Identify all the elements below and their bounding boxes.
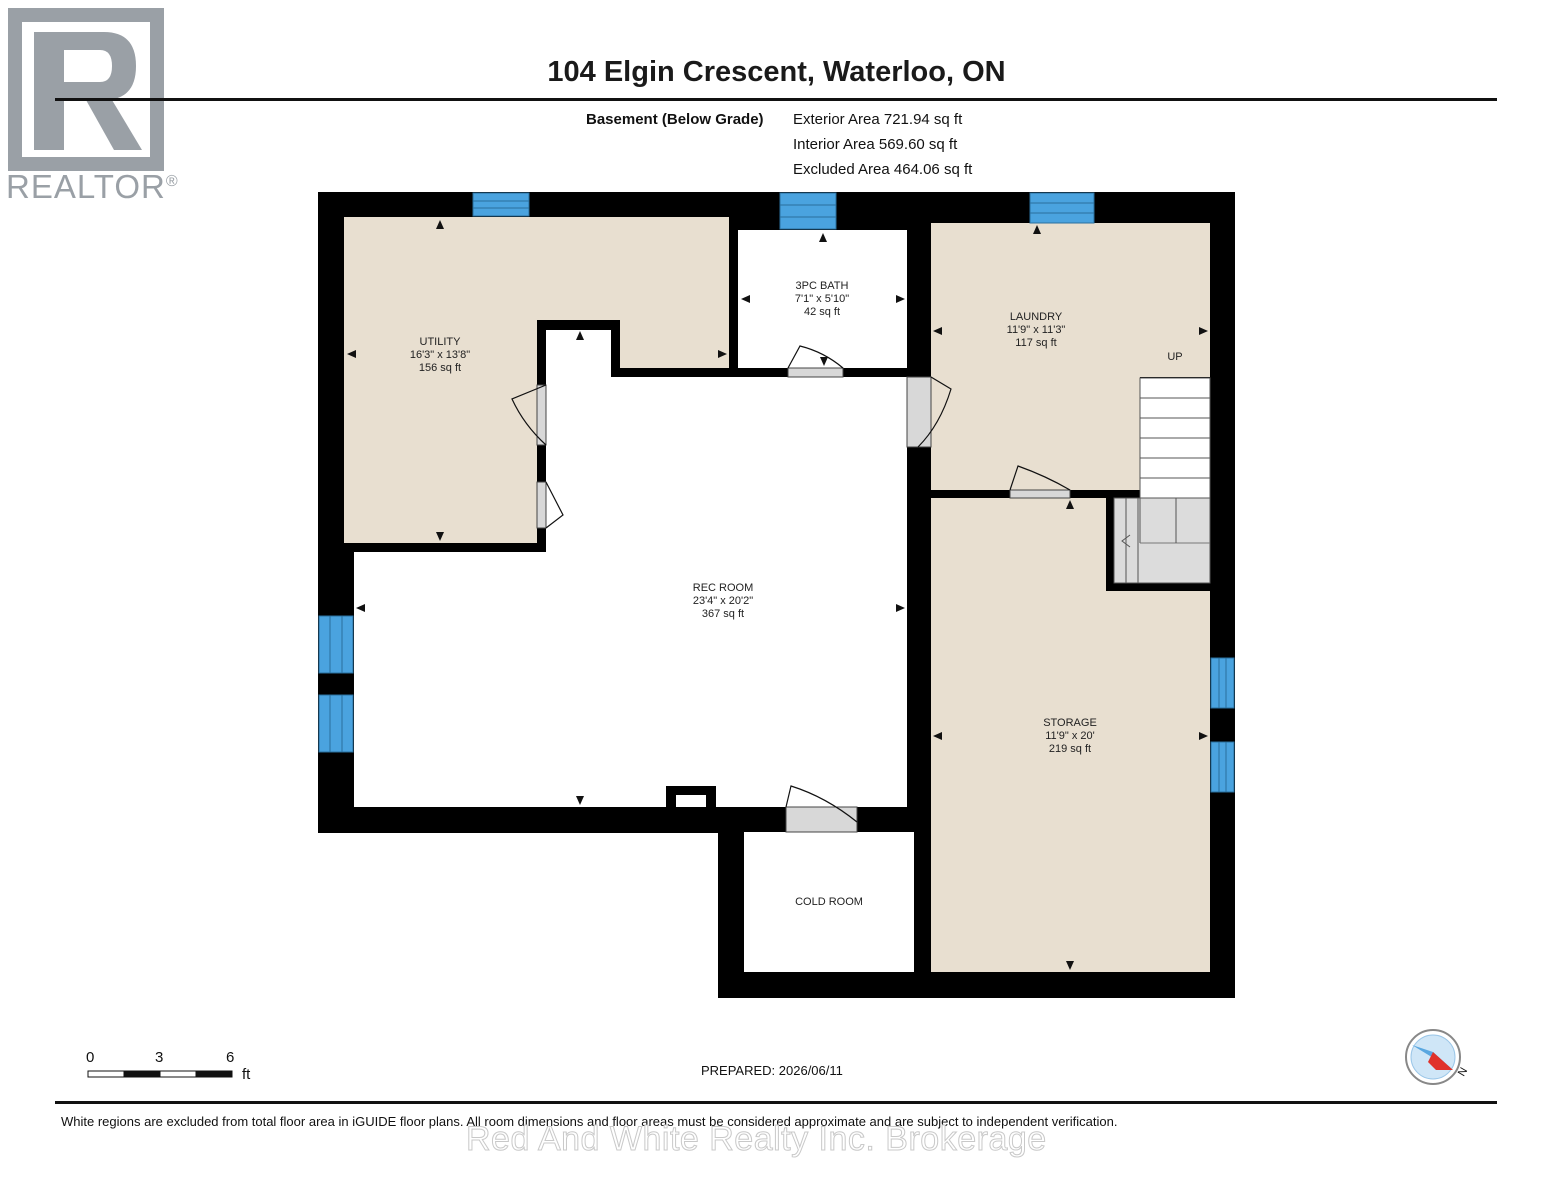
scale-unit: ft xyxy=(242,1066,251,1083)
compass-icon xyxy=(1405,1029,1461,1085)
dimension-arrows xyxy=(347,220,1208,970)
rec-room-floor xyxy=(354,330,907,807)
scale-bar xyxy=(87,1070,233,1078)
brokerage-watermark: Red And White Realty Inc. Brokerage xyxy=(466,1120,1047,1159)
header-divider xyxy=(55,98,1497,101)
stairs xyxy=(1113,377,1211,584)
scale-tick-6: 6 xyxy=(226,1049,235,1066)
chimney-inner xyxy=(676,795,706,807)
windows xyxy=(318,192,1235,793)
page-title: 104 Elgin Crescent, Waterloo, ON xyxy=(547,56,1006,88)
scale-tick-0: 0 xyxy=(86,1049,95,1066)
interior-area: Interior Area 569.60 sq ft xyxy=(793,136,958,153)
bath-floor xyxy=(738,230,907,368)
laundry-floor xyxy=(931,223,1210,490)
floor-label: Basement (Below Grade) xyxy=(586,111,764,128)
prepared-date: PREPARED: 2026/06/11 xyxy=(701,1063,843,1078)
footer-divider xyxy=(55,1101,1497,1104)
room-label-cold-room: COLD ROOM xyxy=(795,896,863,908)
cold-room-floor xyxy=(744,832,914,972)
excluded-area: Excluded Area 464.06 sq ft xyxy=(793,161,973,178)
utility-floor xyxy=(344,217,729,543)
stairs-up-label: UP xyxy=(1167,351,1183,363)
scale-tick-3: 3 xyxy=(155,1049,164,1066)
realtor-logo-icon xyxy=(8,8,164,171)
exterior-area: Exterior Area 721.94 sq ft xyxy=(793,111,963,128)
disclaimer-footnote: White regions are excluded from total fl… xyxy=(61,1114,1118,1129)
storage-floor xyxy=(931,498,1210,972)
doors xyxy=(536,367,1071,833)
realtor-wordmark: REALTOR® xyxy=(6,168,179,205)
